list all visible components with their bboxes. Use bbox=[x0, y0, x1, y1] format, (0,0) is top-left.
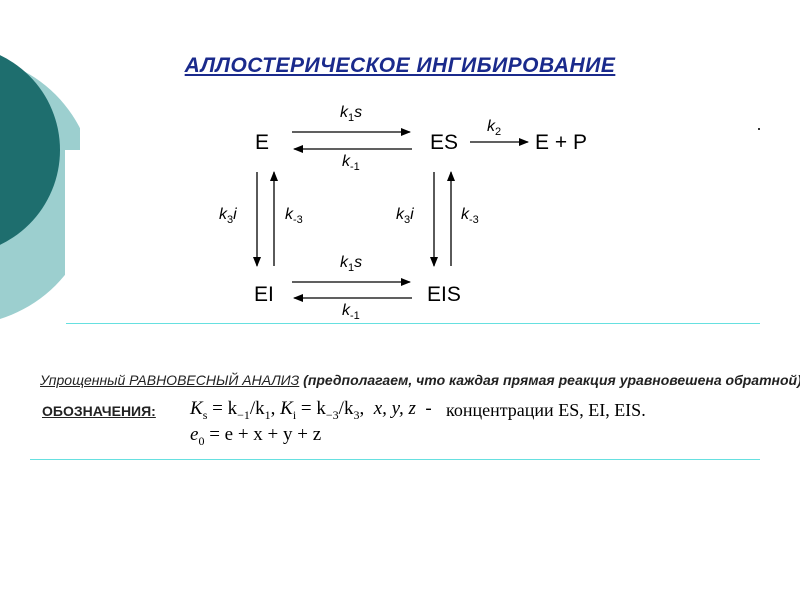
rate-left-up: k-3 bbox=[285, 206, 303, 227]
notation-label: ОБОЗНАЧЕНИЯ: bbox=[42, 403, 156, 419]
node-es: ES bbox=[430, 131, 459, 154]
analysis-heading: Упрощенный РАВНОВЕСНЫЙ АНАЛИЗ (предполаг… bbox=[40, 372, 800, 388]
decorative-circles bbox=[0, 55, 80, 330]
rate-right-down: k3i bbox=[396, 206, 414, 227]
divider-bottom bbox=[30, 459, 760, 460]
stray-dot bbox=[758, 128, 760, 130]
analysis-rest: (предполагаем, что каждая прямая реакция… bbox=[299, 372, 800, 388]
node-ei: EI bbox=[254, 283, 274, 306]
rate-top-forward: k1s bbox=[340, 104, 363, 125]
rate-bottom-reverse: k-1 bbox=[342, 302, 360, 323]
analysis-lead: Упрощенный РАВНОВЕСНЫЙ АНАЛИЗ bbox=[40, 372, 300, 388]
page-title: АЛЛОСТЕРИЧЕСКОЕ ИНГИБИРОВАНИЕ bbox=[184, 54, 616, 77]
rate-bottom-forward: k1s bbox=[340, 254, 363, 275]
rate-product: k2 bbox=[487, 118, 502, 139]
divider-top bbox=[66, 323, 760, 324]
formula-e0: e0 = e + x + y + z bbox=[190, 424, 322, 448]
rate-left-down: k3i bbox=[219, 206, 237, 227]
concentrations-text: концентрации ES, EI, EIS. bbox=[446, 400, 646, 420]
formula-ks-ki: Ks = k−1/k1, Ki = k−3/k3, x, y, z - bbox=[190, 398, 432, 422]
node-e-plus-p: E + P bbox=[535, 131, 587, 154]
rate-top-reverse: k-1 bbox=[342, 153, 360, 174]
node-eis: EIS bbox=[427, 283, 461, 306]
node-e: E bbox=[255, 131, 270, 154]
rate-right-up: k-3 bbox=[461, 206, 479, 227]
